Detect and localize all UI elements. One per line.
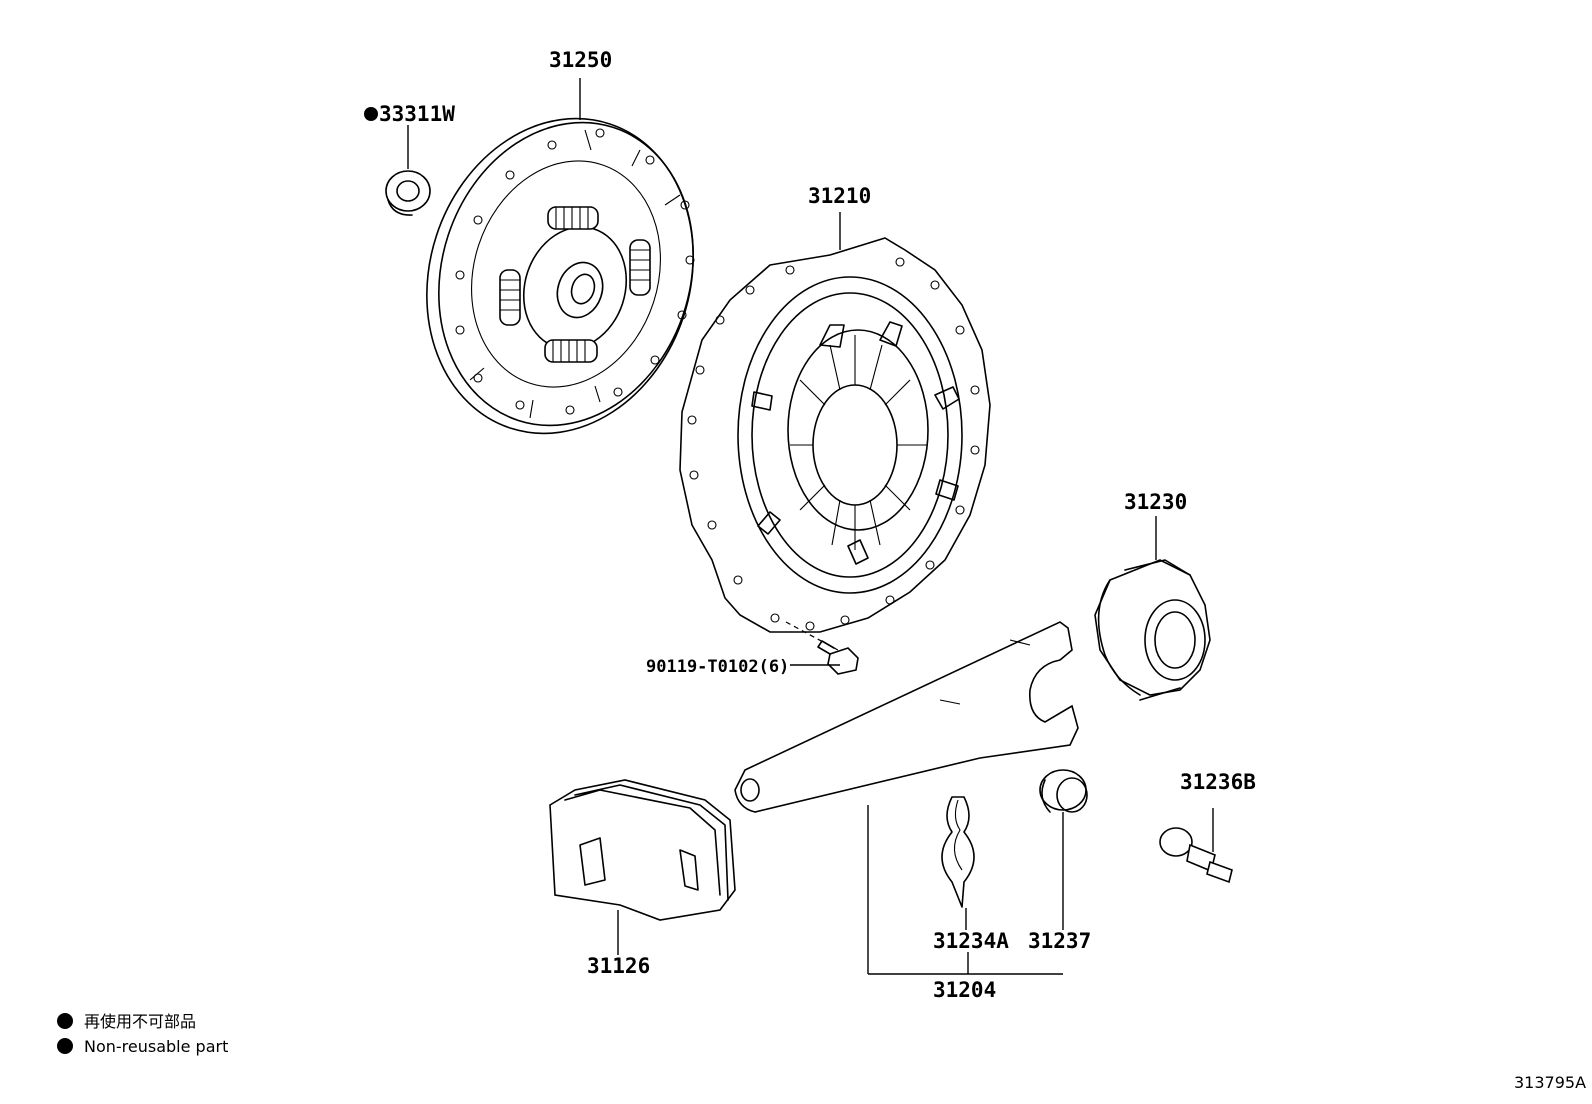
dust-boot-31126 <box>549 779 736 955</box>
non-reusable-dot-33311w <box>364 107 378 121</box>
label-31210: 31210 <box>808 184 871 208</box>
pilot-bearing-33311w <box>385 125 431 216</box>
release-bearing-31230 <box>1094 516 1211 701</box>
legend: 再使用不可部品 Non-reusable part <box>57 1012 228 1056</box>
legend-dot-ja <box>57 1013 73 1029</box>
pressure-plate-31210 <box>679 212 991 633</box>
fork-clip-31234a <box>941 796 975 930</box>
release-fork-31204 <box>734 621 1079 974</box>
clutch-disc-31250 <box>426 78 695 435</box>
label-90119-t0102: 90119-T0102(6) <box>646 657 789 677</box>
label-31237: 31237 <box>1028 929 1091 953</box>
label-31234a: 31234A <box>933 929 1009 953</box>
label-31230: 31230 <box>1124 490 1187 514</box>
label-31250: 31250 <box>549 48 612 72</box>
label-31204: 31204 <box>933 978 996 1002</box>
assembly-bracket-31204 <box>868 952 1063 975</box>
label-31236b: 31236B <box>1180 770 1256 794</box>
legend-dot-en <box>57 1038 73 1054</box>
fork-boot-31237 <box>1039 769 1088 930</box>
bolt-90119-t0102 <box>785 621 859 675</box>
pivot-ball-31236b <box>1159 808 1233 884</box>
legend-japanese: 再使用不可部品 <box>84 1012 196 1031</box>
legend-english: Non-reusable part <box>84 1037 228 1056</box>
label-33311w: 33311W <box>379 102 455 126</box>
diagram-id: 313795A <box>1514 1073 1586 1092</box>
label-31126: 31126 <box>587 954 650 978</box>
